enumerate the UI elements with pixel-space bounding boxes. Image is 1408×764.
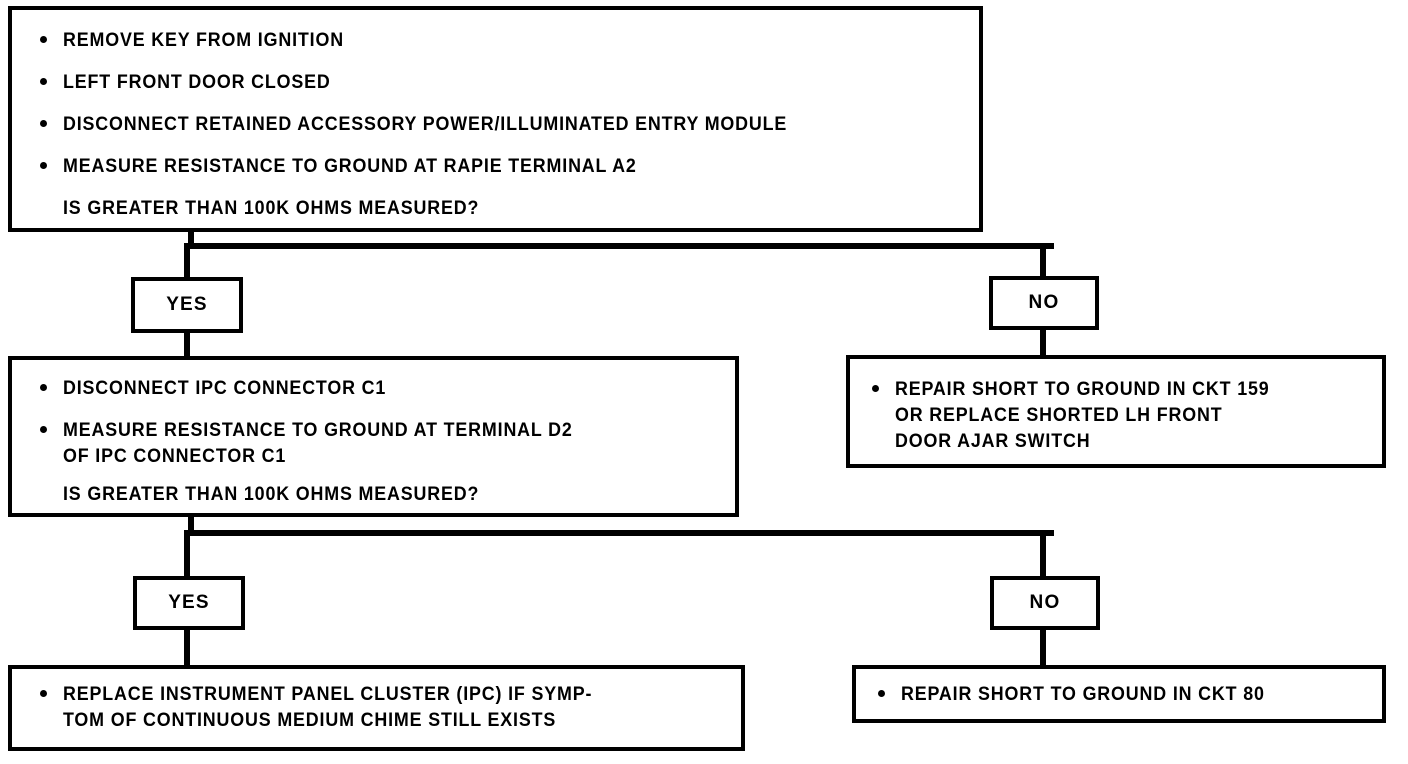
list-item-label: REPLACE INSTRUMENT PANEL CLUSTER (IPC) I… [63,684,593,731]
decision-yes-2[interactable]: YES [133,576,245,630]
connector-no2-to-action [1040,628,1046,668]
bullet-icon [40,162,47,169]
bullet-spacer-icon [40,204,47,211]
list-item: MEASURE RESISTANCE TO GROUND AT RAPIE TE… [40,154,969,180]
bullet-icon [878,690,885,697]
action-step-box-right-2: REPAIR SHORT TO GROUND IN CKT 80 [852,665,1386,723]
bullet-spacer-icon [40,490,47,497]
bullet-icon [40,36,47,43]
question-label: IS GREATER THAN 100K OHMS MEASURED? [63,484,480,505]
list-item-label: REMOVE KEY FROM IGNITION [63,30,344,51]
connector-bar-row2 [188,530,1054,536]
action-right-2-content: REPAIR SHORT TO GROUND IN CKT 80 [856,669,1382,719]
connector-drop-no1 [1040,243,1046,279]
list-item-label: REPAIR SHORT TO GROUND IN CKT 159 OR REP… [895,379,1270,452]
bullet-icon [40,426,47,433]
decision-label: NO [1029,592,1061,613]
connector-stem-test1 [188,230,194,249]
question-label: IS GREATER THAN 100K OHMS MEASURED? [63,198,480,219]
connector-drop-yes1 [184,243,190,279]
question-line: IS GREATER THAN 100K OHMS MEASURED? [40,196,969,222]
decision-label: NO [1028,292,1060,313]
action-left-2-content: REPLACE INSTRUMENT PANEL CLUSTER (IPC) I… [12,669,741,747]
test-step-box-2: DISCONNECT IPC CONNECTOR C1 MEASURE RESI… [8,356,739,517]
list-item: REPLACE INSTRUMENT PANEL CLUSTER (IPC) I… [40,682,731,734]
connector-yes1-to-test2 [184,330,190,358]
action-step-box-left-2: REPLACE INSTRUMENT PANEL CLUSTER (IPC) I… [8,665,745,751]
list-item-label: DISCONNECT IPC CONNECTOR C1 [63,378,387,399]
action-right-1-content: REPAIR SHORT TO GROUND IN CKT 159 OR REP… [850,359,1382,464]
list-item-label: MEASURE RESISTANCE TO GROUND AT TERMINAL… [63,420,573,467]
connector-yes2-to-action [184,628,190,668]
list-item-label: LEFT FRONT DOOR CLOSED [63,72,331,93]
test-step-1-content: REMOVE KEY FROM IGNITION LEFT FRONT DOOR… [12,10,979,228]
bullet-icon [40,120,47,127]
decision-label: YES [166,294,208,315]
connector-drop-no2 [1040,530,1046,578]
connector-bar-row1 [188,243,1054,249]
list-item: LEFT FRONT DOOR CLOSED [40,70,969,96]
list-item: DISCONNECT IPC CONNECTOR C1 [40,376,725,402]
connector-no1-to-action [1040,328,1046,358]
list-item: REPAIR SHORT TO GROUND IN CKT 159 OR REP… [872,377,1372,455]
connector-drop-yes2 [184,530,190,578]
list-item: MEASURE RESISTANCE TO GROUND AT TERMINAL… [40,418,725,470]
connector-stem-test2 [188,515,194,533]
decision-label: YES [168,592,210,613]
bullet-icon [40,78,47,85]
list-item: REPAIR SHORT TO GROUND IN CKT 80 [878,682,1372,708]
action-step-box-right-1: REPAIR SHORT TO GROUND IN CKT 159 OR REP… [846,355,1386,468]
test-step-box-1: REMOVE KEY FROM IGNITION LEFT FRONT DOOR… [8,6,983,232]
list-item-label: MEASURE RESISTANCE TO GROUND AT RAPIE TE… [63,156,637,177]
list-item-label: REPAIR SHORT TO GROUND IN CKT 80 [901,684,1265,705]
test-step-2-content: DISCONNECT IPC CONNECTOR C1 MEASURE RESI… [12,360,735,513]
list-item: REMOVE KEY FROM IGNITION [40,28,969,54]
question-line: IS GREATER THAN 100K OHMS MEASURED? [40,482,725,508]
decision-yes-1[interactable]: YES [131,277,243,333]
decision-no-1[interactable]: NO [989,276,1099,330]
bullet-icon [40,690,47,697]
decision-no-2[interactable]: NO [990,576,1100,630]
bullet-icon [872,385,879,392]
list-item: DISCONNECT RETAINED ACCESSORY POWER/ILLU… [40,112,969,138]
list-item-label: DISCONNECT RETAINED ACCESSORY POWER/ILLU… [63,114,788,135]
bullet-icon [40,384,47,391]
